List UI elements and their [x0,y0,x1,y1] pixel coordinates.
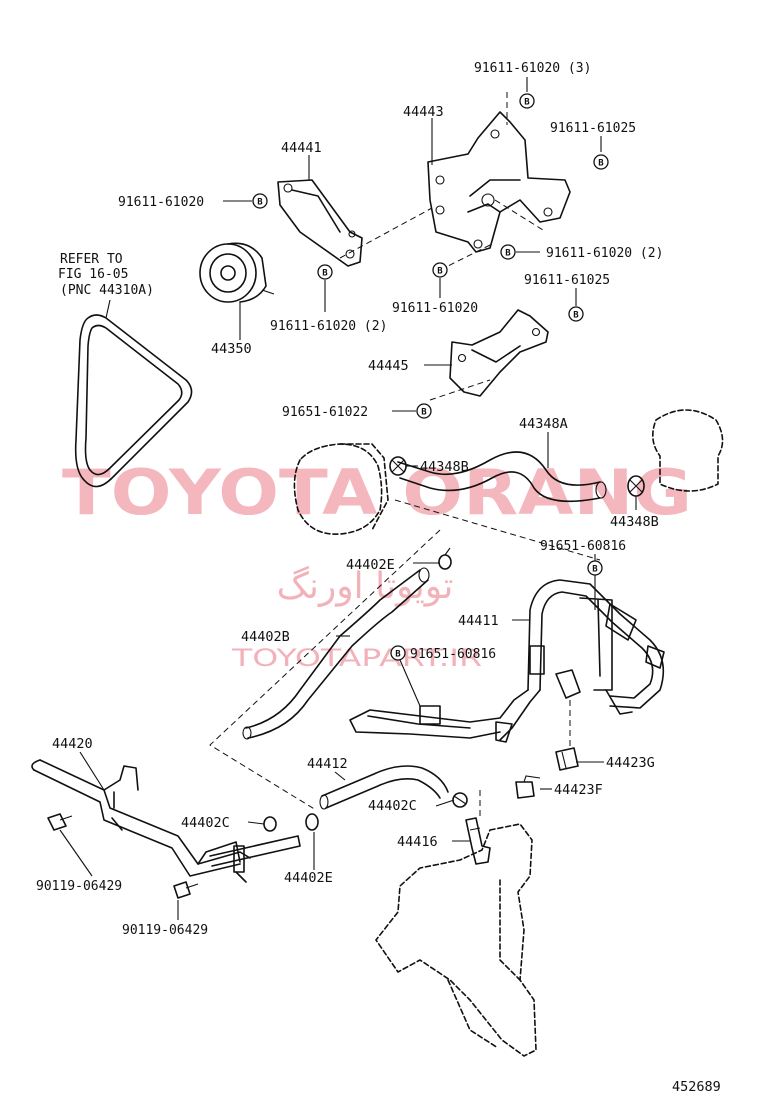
bolt-44423f [515,775,541,799]
bolt-symbol: B [587,560,603,576]
bracket-44445 [449,309,549,397]
label-44402c-mid: 44402C [368,798,417,814]
bolt-symbol: B [317,264,333,280]
pump-outline [293,443,389,535]
label-44423f: 44423F [554,782,603,798]
svg-text:B: B [322,269,328,279]
clamp-44402c-mid [452,792,468,808]
label-91611-61020-2-left: 91611-61020 (2) [270,319,387,334]
svg-text:B: B [505,249,511,259]
clamp-44423g [555,747,579,771]
svg-text:B: B [598,159,604,169]
label-91651-60816-mid: 91651-60816 [410,647,496,662]
label-44402e-upper: 44402E [346,557,395,573]
union-44416 [465,817,491,865]
hose-44348a [397,451,607,503]
hose-44402b [242,567,430,740]
clamp-44402c-left [263,816,277,832]
label-44348a: 44348A [519,416,568,432]
reservoir-outline [652,409,724,492]
clamp-44402e-upper [438,547,452,570]
bolt-symbol: B [568,306,584,322]
label-91611-61025-b: 91611-61025 [524,273,610,288]
label-91611-61020-3: 91611-61020 (3) [474,61,591,76]
bolt-symbol: B [416,403,432,419]
bolt-symbol: B [252,193,268,209]
bracket-44443 [427,111,571,253]
label-91611-61025-a: 91611-61025 [550,121,636,136]
label-44348b-right: 44348B [610,514,659,530]
part-labels: 91611-61020 (3) 44443 91611-61025 44441 … [36,61,721,1095]
label-44348b-upper: 44348B [420,459,469,475]
label-90119-06429-a: 90119-06429 [36,879,122,894]
pressure-tube-44411 [349,579,665,743]
label-refer-line2: FIG 16-05 [58,267,128,282]
label-91611-61020-2-right: 91611-61020 (2) [546,246,663,261]
bolt-90119-06429-b [173,881,199,899]
leader-lines [59,77,637,920]
svg-text:B: B [573,311,579,321]
label-44402e-lower: 44402E [284,870,333,886]
label-91651-61022: 91651-61022 [282,405,368,420]
label-44402b: 44402B [241,629,290,645]
return-tube-44420 [31,759,301,883]
bolt-symbol: B [390,645,406,661]
label-44441: 44441 [281,140,322,156]
watermark: TOYOTA ORANG تویوتا اورنگ TOYOTAPART.IR [62,456,692,672]
label-44412: 44412 [307,756,348,772]
bolt-symbol: B [500,244,516,260]
svg-text:B: B [395,650,401,660]
bolt-90119-06429-a [47,813,73,831]
label-91611-61020-mid: 91611-61020 [392,301,478,316]
label-refer-line3: (PNC 44310A) [60,283,154,298]
bracket-44441 [277,179,363,267]
watermark-brand: TOYOTA ORANG [62,456,692,529]
watermark-site: TOYOTAPART.IR [231,644,482,672]
svg-text:B: B [421,408,427,418]
bolt-symbol: B [593,154,609,170]
label-91611-61020-left: 91611-61020 [118,195,204,210]
label-44443: 44443 [403,104,444,120]
assembly-dashed-lines [209,92,601,820]
label-44420: 44420 [52,736,93,752]
label-44416: 44416 [397,834,438,850]
svg-text:B: B [437,267,443,277]
label-44411: 44411 [458,613,499,629]
label-90119-06429-b: 90119-06429 [122,923,208,938]
svg-text:B: B [524,98,530,108]
label-44423g: 44423G [606,755,655,771]
clamp-44402e-lower [305,813,319,831]
steering-gear-outline [375,823,537,1057]
label-refer-line1: REFER TO [60,252,123,267]
bolt-symbol: B [519,93,535,109]
idler-pulley [199,242,275,303]
label-44402c-left: 44402C [181,815,230,831]
svg-text:B: B [592,565,598,575]
svg-text:B: B [257,198,263,208]
label-44445: 44445 [368,358,409,374]
bolt-symbol: B [432,262,448,278]
label-91651-60816-top: 91651-60816 [540,539,626,554]
bolt-symbols: B B B B B B B B B B [252,93,609,661]
label-44350: 44350 [211,341,252,357]
hose-44412 [319,765,449,810]
diagram-number: 452689 [672,1079,721,1095]
